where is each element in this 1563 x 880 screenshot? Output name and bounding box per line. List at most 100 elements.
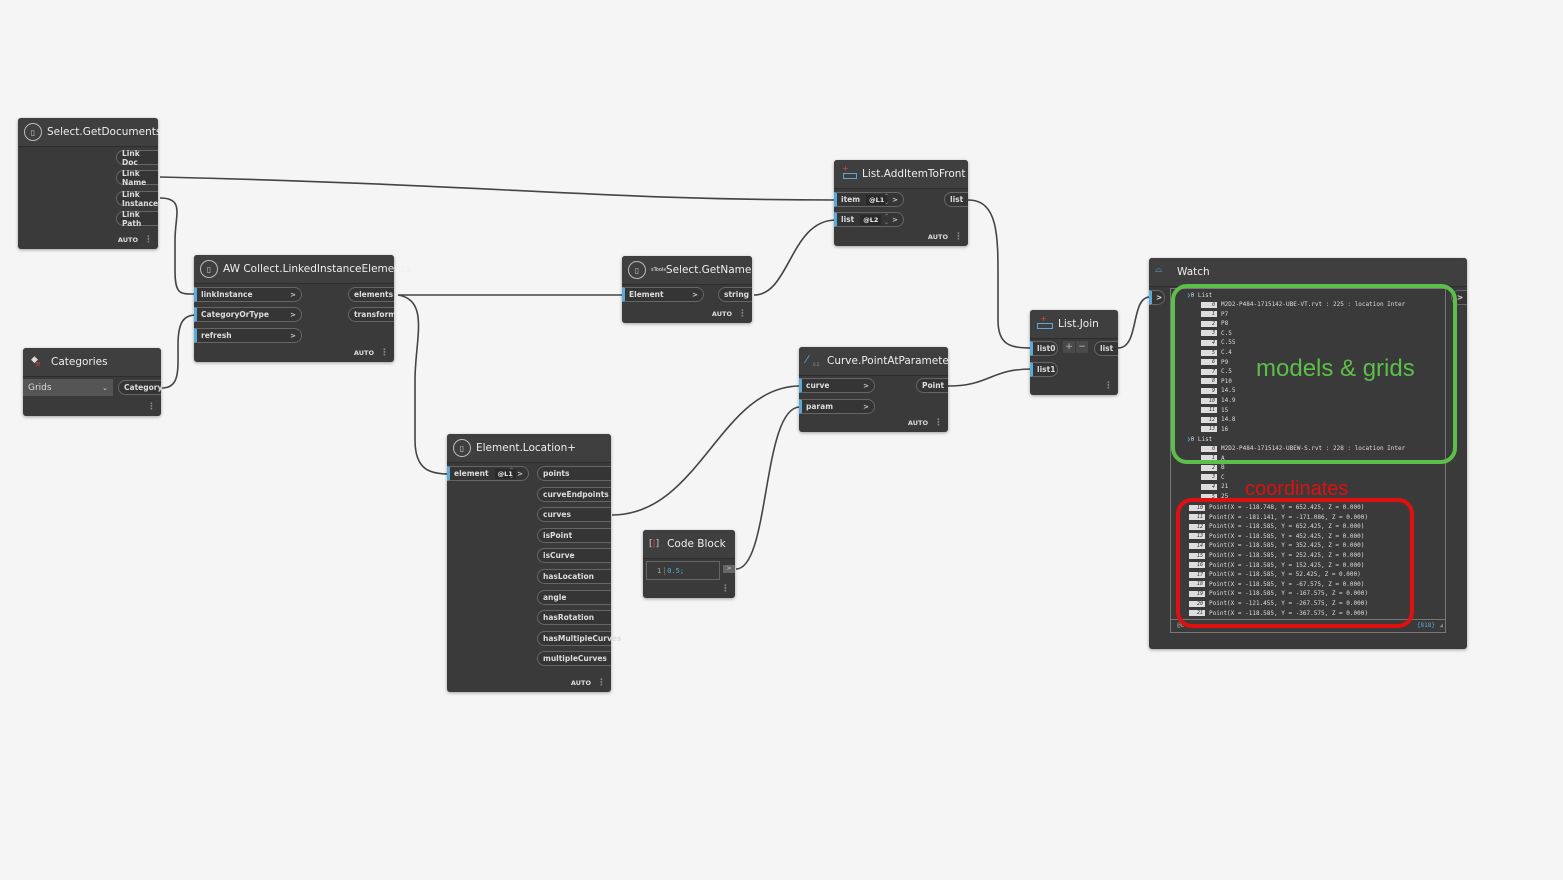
node-header[interactable]: ▯ Element.Location+: [447, 434, 611, 463]
output-port-link-path[interactable]: Link Path: [116, 210, 158, 228]
node-header[interactable]: ▯ AW Collect.LinkedInstanceElements: [194, 255, 410, 284]
input-port-curve[interactable]: curve>: [799, 378, 875, 393]
output-port-points[interactable]: points: [537, 466, 611, 481]
node-header[interactable]: + List.Join: [1030, 310, 1118, 339]
list-join-icon: +: [1036, 314, 1053, 331]
chevron-right-icon: >: [290, 331, 296, 340]
list-index: 6: [1201, 359, 1217, 366]
list-value: Point(X = -118.585, Y = 652.425, Z = 0.0…: [1209, 523, 1365, 531]
more-options-icon[interactable]: ⋮: [738, 309, 747, 319]
input-port-list[interactable]: list@L2⌃⌄>: [834, 212, 904, 227]
annotation-box-coordinates: [1176, 498, 1414, 628]
list-value: 0 List: [1190, 292, 1213, 299]
input-port-watch[interactable]: >: [1149, 290, 1165, 305]
node-curve-pointatparameter[interactable]: ⁄0.5 Curve.PointAtParameter curve> param…: [799, 347, 953, 432]
more-options-icon[interactable]: ⋮: [954, 232, 963, 242]
code-editor[interactable]: 1 0.5;: [646, 561, 720, 580]
document-icon: ▯: [24, 123, 42, 141]
node-code-block[interactable]: [|] Code Block 1 0.5; > ⋮: [643, 530, 735, 598]
lacing-level[interactable]: @L2: [860, 214, 882, 225]
package-icon: ▯: [200, 260, 218, 278]
output-port-haslocation[interactable]: hasLocation: [537, 569, 611, 584]
input-port-item[interactable]: item@L1⌃⌄>: [834, 192, 904, 207]
category-dropdown[interactable]: Grids ⌄: [23, 379, 113, 396]
node-header[interactable]: + List.AddItemToFront: [834, 160, 968, 189]
output-port-hasmultiplecurves[interactable]: hasMultipleCurves: [537, 630, 621, 646]
level-spinner[interactable]: ⌃⌄: [883, 192, 889, 206]
node-element-location[interactable]: ▯ Element.Location+ element@L1⌃⌄> points…: [447, 434, 621, 692]
output-port-curveendpoints[interactable]: curveEndpoints: [537, 486, 611, 502]
more-options-icon[interactable]: ⋮: [721, 584, 730, 594]
node-header[interactable]: ⁄0.5 Curve.PointAtParameter: [799, 347, 953, 376]
list-value: Point(X = -118.585, Y = 152.425, Z = 0.0…: [1209, 561, 1365, 569]
list-value: M2D2-P484-1715142-UBE-VT.rvt : 225 : loc…: [1221, 301, 1406, 308]
input-port-param[interactable]: param>: [799, 399, 875, 414]
node-header[interactable]: ◆≡ Categories: [23, 348, 161, 377]
more-options-icon[interactable]: ⋮: [1104, 381, 1113, 391]
list-index: 4: [1201, 339, 1217, 346]
output-port-transform[interactable]: transform: [348, 307, 396, 322]
node-categories[interactable]: ◆≡ Categories Grids ⌄ Category ⋮: [23, 348, 162, 416]
output-port-point[interactable]: Point: [916, 378, 948, 393]
input-port-element[interactable]: Element>: [622, 287, 704, 302]
expand-chevron-icon[interactable]: ❯: [1187, 292, 1191, 299]
input-port-linkinstance[interactable]: linkInstance>: [194, 287, 302, 302]
more-options-icon[interactable]: ⋮: [147, 402, 156, 412]
node-header[interactable]: ▯ Select.GetDocuments: [18, 118, 161, 147]
input-port-refresh[interactable]: refresh>: [194, 328, 302, 343]
input-port-element[interactable]: element@L1⌃⌄>: [447, 466, 529, 481]
list-value: C: [1221, 473, 1225, 481]
output-port-hasrotation[interactable]: hasRotation: [537, 610, 611, 626]
list-value: Point(X = -118.748, Y = 652.425, Z = 0.0…: [1209, 504, 1365, 511]
node-list-additemtofront[interactable]: + List.AddItemToFront item@L1⌃⌄> list@L2…: [834, 160, 968, 246]
node-select-getdocuments[interactable]: ▯ Select.GetDocuments Link Doc Link Name…: [18, 118, 161, 249]
expand-chevron-icon[interactable]: ❯: [1187, 436, 1191, 443]
remove-input-button[interactable]: −: [1076, 341, 1088, 353]
node-select-getname[interactable]: ▯ sTools Select.GetName Element> string …: [622, 256, 752, 323]
node-footer: ⋮: [147, 402, 156, 412]
node-header[interactable]: [|] Code Block: [643, 530, 735, 559]
input-port-list0[interactable]: list0: [1030, 341, 1058, 356]
output-port-ispoint[interactable]: isPoint: [537, 527, 611, 543]
node-list-join[interactable]: + List.Join list0 + − list list1 ⋮: [1030, 310, 1118, 395]
output-port-curves[interactable]: curves: [537, 507, 611, 523]
node-footer: AUTO⋮: [571, 678, 606, 688]
output-port-list[interactable]: list: [944, 192, 968, 207]
code-brackets-icon: [|]: [649, 539, 660, 549]
more-options-icon[interactable]: ⋮: [934, 418, 943, 428]
output-port-link-name[interactable]: Link Name: [116, 169, 158, 187]
level-spinner[interactable]: ⌃⌄: [883, 212, 889, 226]
output-port-link-doc[interactable]: Link Doc: [116, 149, 158, 167]
output-port-list[interactable]: list: [1094, 341, 1118, 356]
output-port-multiplecurves[interactable]: multipleCurves: [537, 651, 611, 667]
output-port-category[interactable]: Category: [118, 380, 162, 395]
more-options-icon[interactable]: ⋮: [144, 235, 153, 245]
node-header[interactable]: ⌓ Watch: [1149, 258, 1467, 287]
resize-handle-icon[interactable]: ◢: [1439, 622, 1443, 629]
list-index: 12: [1201, 416, 1217, 423]
input-port-list1[interactable]: list1: [1030, 362, 1058, 377]
node-title: Categories: [51, 356, 108, 368]
node-header[interactable]: ▯ sTools Select.GetName: [622, 256, 752, 285]
lacing-level[interactable]: @L1: [866, 194, 888, 205]
annotation-box-models-grids: [1171, 284, 1457, 464]
more-options-icon[interactable]: ⋮: [597, 678, 606, 688]
output-port-angle[interactable]: angle: [537, 589, 611, 605]
add-input-button[interactable]: +: [1063, 341, 1075, 353]
lacing-level[interactable]: @L1: [494, 468, 516, 479]
output-port-elements[interactable]: elements: [348, 287, 394, 302]
node-collect-linked-instance-elements[interactable]: ▯ AW Collect.LinkedInstanceElements link…: [194, 255, 410, 362]
output-port-string[interactable]: string: [718, 287, 752, 302]
output-port-code[interactable]: >: [723, 565, 735, 573]
input-port-categoryortype[interactable]: CategoryOrType>: [194, 307, 302, 322]
output-port-link-instance[interactable]: Link Instance: [116, 190, 158, 208]
output-port-iscurve[interactable]: isCurve: [537, 548, 611, 564]
more-options-icon[interactable]: ⋮: [380, 348, 389, 358]
level-spinner[interactable]: ⌃⌄: [508, 466, 514, 480]
